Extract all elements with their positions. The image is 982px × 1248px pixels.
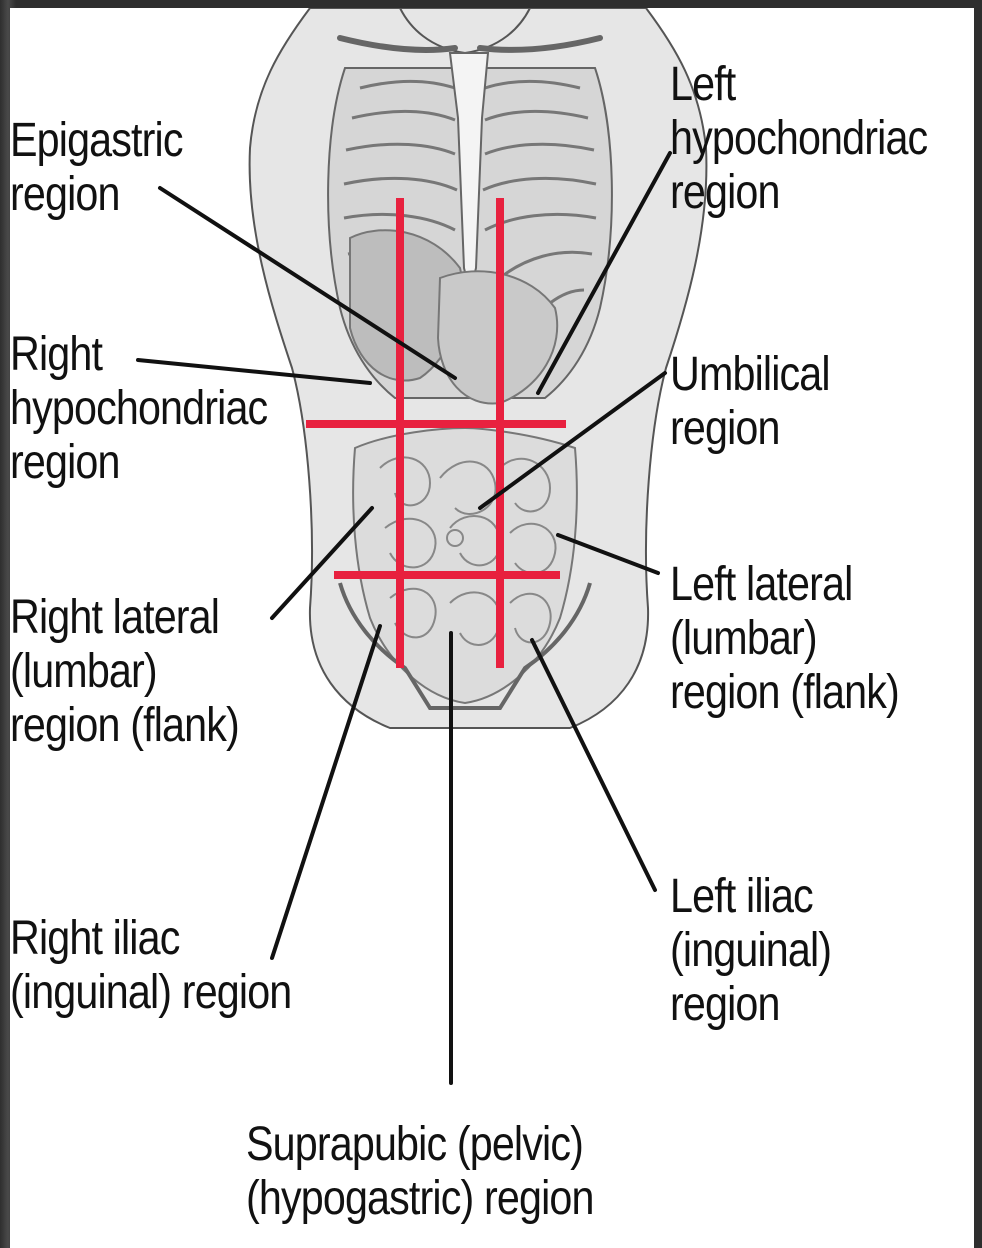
label-left-lateral: Left lateral (lumbar) region (flank) — [670, 558, 899, 720]
label-epigastric: Epigastric region — [10, 114, 183, 222]
label-umbilical: Umbilical region — [670, 348, 830, 456]
label-right-iliac: Right iliac (inguinal) region — [10, 912, 291, 1020]
label-left-iliac: Left iliac (inguinal) region — [670, 870, 831, 1032]
label-right-lateral: Right lateral (lumbar) region (flank) — [10, 591, 239, 753]
label-left-hypochondriac: Left hypochondriac region — [670, 58, 927, 220]
diagram-panel: Epigastric region Right hypochondriac re… — [10, 8, 974, 1248]
label-suprapubic: Suprapubic (pelvic) (hypogastric) region — [246, 1118, 594, 1226]
label-right-hypochondriac: Right hypochondriac region — [10, 328, 267, 490]
